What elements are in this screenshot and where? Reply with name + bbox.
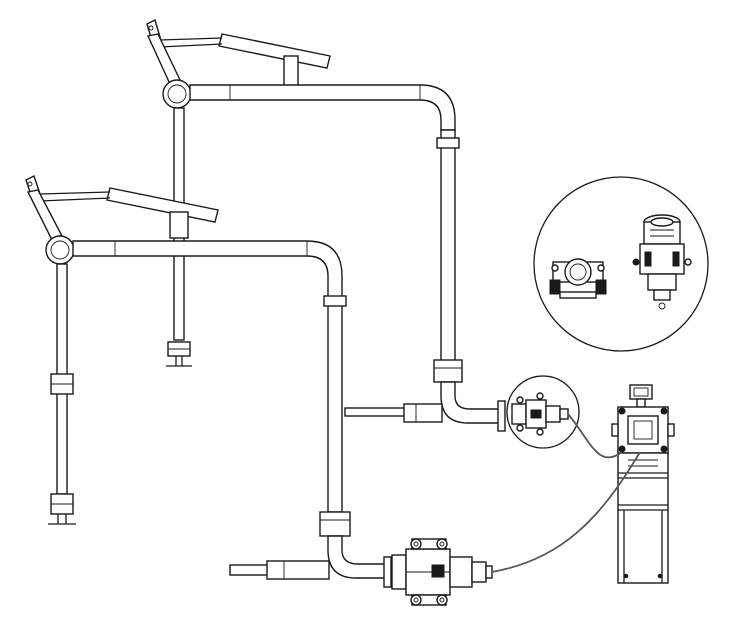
signal-cables [491, 413, 641, 573]
cable-lower [491, 451, 641, 573]
loading-arm-lower [25, 175, 392, 588]
upper-counterweight [159, 33, 331, 87]
upper-pipe-collar [436, 137, 460, 149]
control-box [611, 384, 675, 584]
detail-callout [533, 176, 709, 352]
cable-upper [567, 413, 623, 459]
coupler-head-detail [632, 214, 692, 310]
upper-swivel [162, 79, 192, 109]
lower-pipe-collar [323, 295, 347, 307]
lower-boom [72, 240, 343, 301]
lower-counterweight [39, 187, 219, 239]
lower-side-pipe [229, 564, 269, 576]
loading-arm-upper [146, 18, 506, 432]
clamp-detail [549, 258, 607, 299]
lower-swivel [45, 235, 75, 265]
upper-side-pipe [344, 407, 406, 417]
coupler-upper-callout [506, 375, 580, 449]
coupler-lower [391, 538, 493, 606]
display-indicator [629, 384, 653, 400]
coupler-upper [506, 375, 580, 449]
